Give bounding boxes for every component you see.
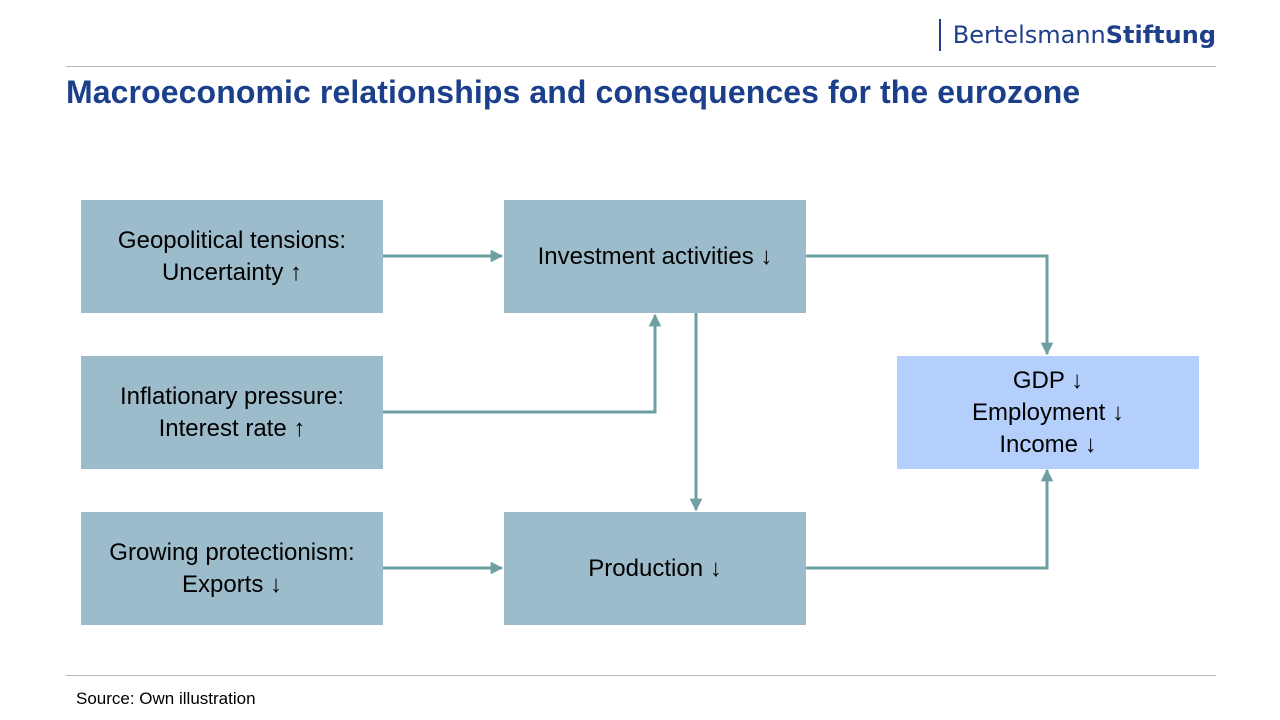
box-result-gdp: GDP ↓ xyxy=(1012,366,1084,394)
source-note: Source: Own illustration xyxy=(76,689,256,708)
logo-text-stiftung: Stiftung xyxy=(1105,21,1216,49)
box-protectionism-line2: Exports ↓ xyxy=(181,570,283,598)
page-title: Macroeconomic relationships and conseque… xyxy=(66,74,1081,110)
box-geopolitical-tensions: Geopolitical tensions: Uncertainty ↑ xyxy=(81,200,383,313)
box-investment-line1: Investment activities ↓ xyxy=(537,242,773,270)
logo-bar xyxy=(938,19,941,51)
bertelsmann-stiftung-logo: Bertelsmann Stiftung xyxy=(938,18,1216,52)
top-divider xyxy=(66,66,1216,67)
logo-text-bertelsmann: Bertelsmann xyxy=(952,21,1106,49)
box-growing-protectionism: Growing protectionism: Exports ↓ xyxy=(81,512,383,625)
arrow-investment-to-result xyxy=(806,254,1054,356)
box-production: Production ↓ xyxy=(504,512,806,625)
box-inflation-line2: Interest rate ↑ xyxy=(158,414,306,442)
box-geopolitical-line2: Uncertainty ↑ xyxy=(161,258,303,286)
box-production-line1: Production ↓ xyxy=(588,554,722,582)
arrow-production-to-result xyxy=(806,468,1054,570)
box-inflation-line1: Inflationary pressure: xyxy=(119,382,345,410)
box-result-income: Income ↓ xyxy=(999,430,1097,458)
box-protectionism-line1: Growing protectionism: xyxy=(109,538,355,566)
box-gdp-employment-income: GDP ↓ Employment ↓ Income ↓ xyxy=(897,356,1199,469)
box-geopolitical-line1: Geopolitical tensions: xyxy=(117,226,347,254)
bottom-divider xyxy=(66,675,1216,676)
box-investment-activities: Investment activities ↓ xyxy=(504,200,806,313)
box-result-employment: Employment ↓ xyxy=(971,398,1125,426)
box-inflationary-pressure: Inflationary pressure: Interest rate ↑ xyxy=(81,356,383,469)
arrow-inflation-to-investment xyxy=(383,313,662,414)
